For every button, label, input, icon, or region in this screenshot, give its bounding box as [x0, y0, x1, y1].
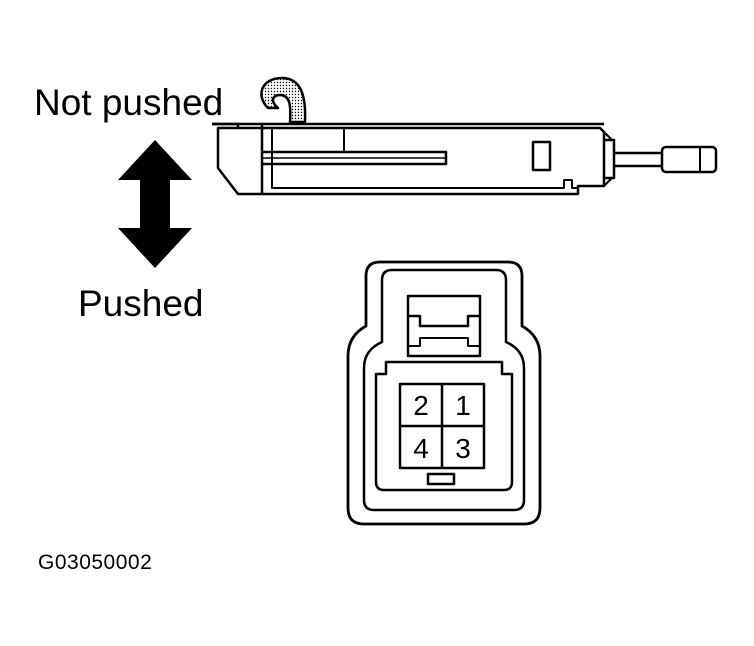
connector: [346, 260, 542, 526]
connector-latch: [406, 294, 482, 358]
label-pushed: Pushed: [78, 283, 204, 324]
switch-body: [212, 76, 718, 196]
double-arrow-icon: [118, 140, 192, 268]
pin-number: 4: [413, 433, 429, 464]
pin-number: 3: [455, 433, 471, 464]
switch-wire: [614, 151, 662, 168]
pin-number: 2: [413, 390, 429, 421]
connector-inner-shell: [362, 268, 526, 512]
pin-number: 1: [455, 390, 471, 421]
connector-key: [426, 472, 456, 486]
switch-end-cap: [212, 122, 264, 196]
label-not-pushed: Not pushed: [34, 82, 224, 123]
switch-window: [531, 140, 552, 172]
plunger-hook: [260, 76, 307, 124]
pin-cavity-frame: [374, 360, 514, 492]
connector-outer-shell: [346, 260, 542, 526]
figure-code: G03050002: [38, 551, 153, 574]
wire-sleeve: [660, 145, 718, 174]
pin-grid: [398, 382, 486, 470]
